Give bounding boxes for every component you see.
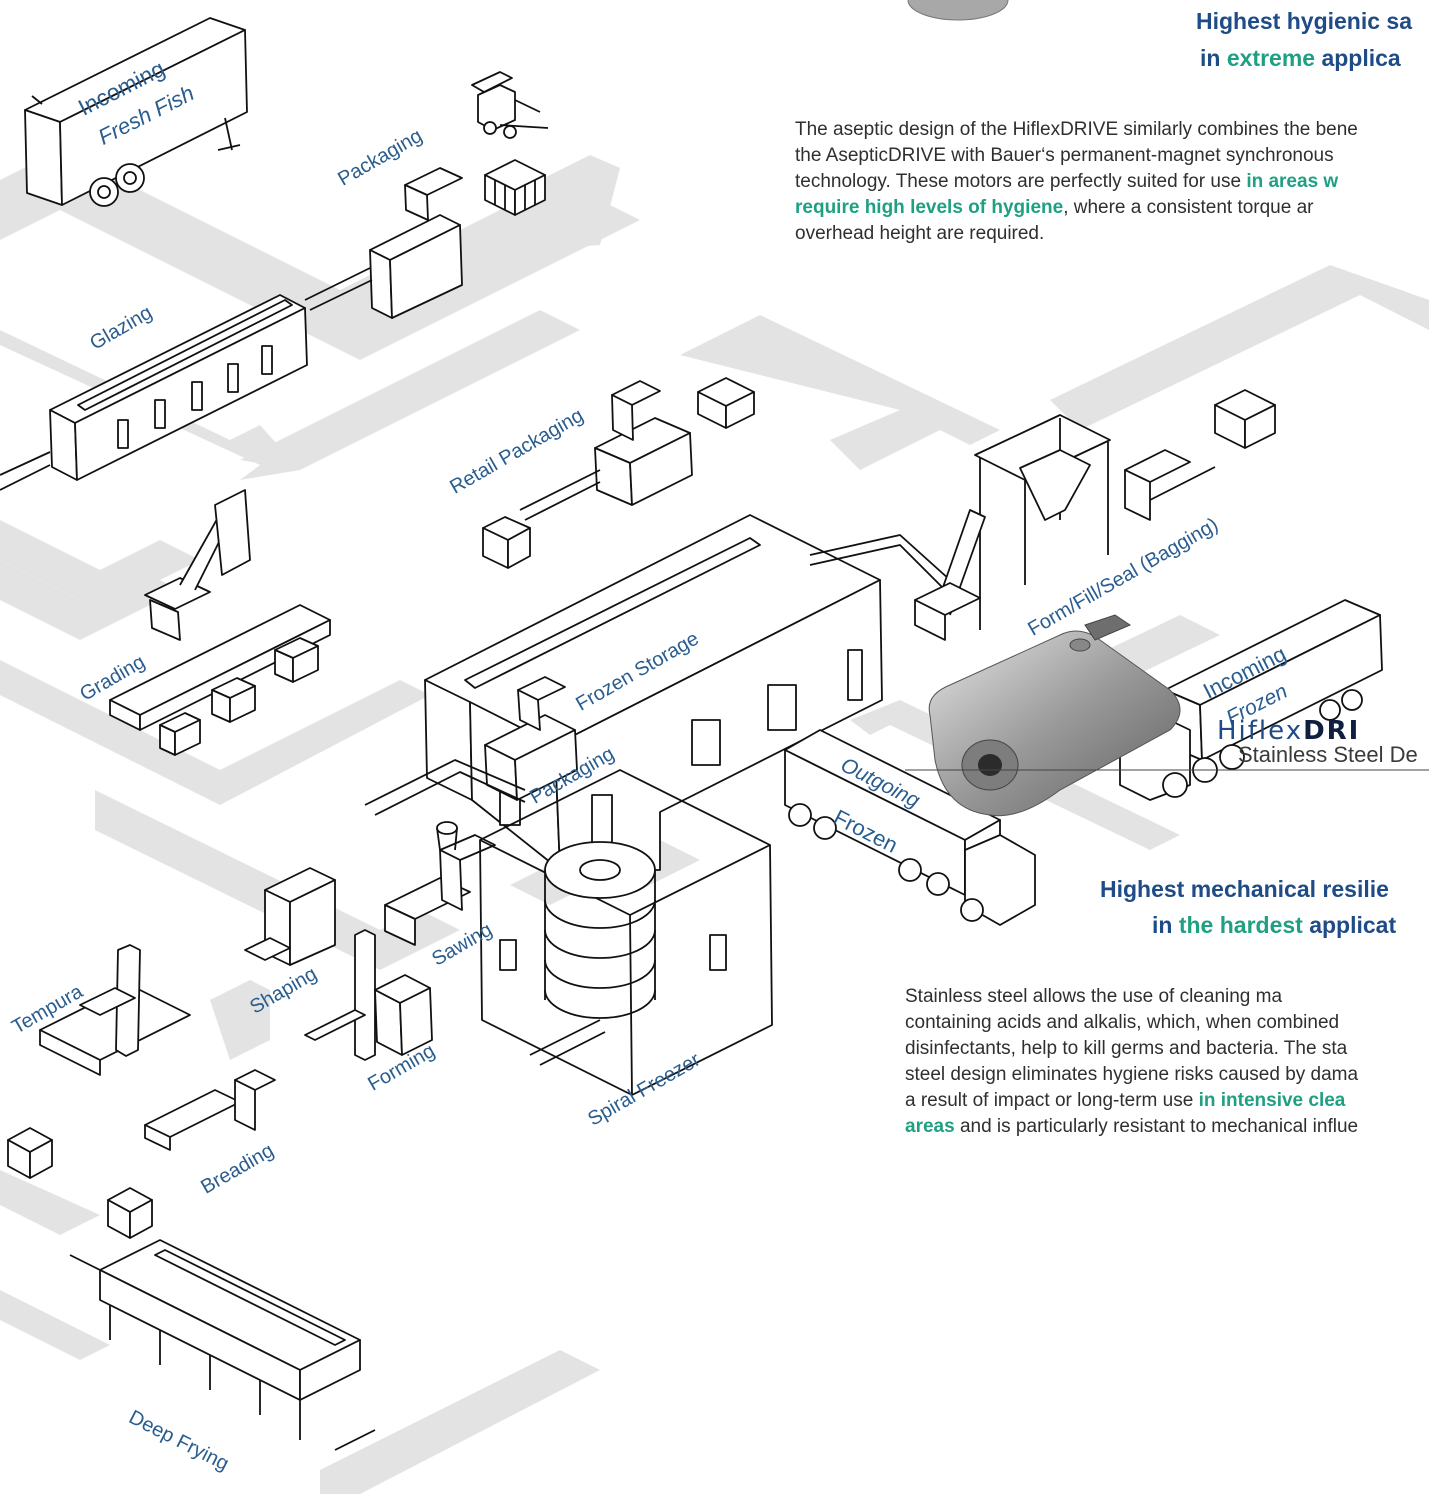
spiral-freezer-room [364, 759, 773, 1096]
fresh-fish-trailer [24, 17, 248, 207]
bottom-para-highlight: in intensive clea [1198, 1090, 1346, 1111]
top-para-line: the AsepticDRIVE with Bauer‘s permanent-… [795, 145, 1334, 166]
flow-arrow [0, 660, 430, 805]
flow-arrow [1050, 265, 1429, 430]
machinery [0, 17, 1383, 1451]
glazing-tunnel [0, 267, 373, 491]
top-heading-highlight: extreme [1226, 45, 1316, 71]
bottom-para-highlight: areas [905, 1116, 955, 1137]
top-para-highlight: in areas w [1246, 171, 1339, 192]
flow-arrow [0, 1170, 100, 1235]
flow-arrow [95, 790, 460, 970]
brand-hiflex: Hiflex [1217, 716, 1304, 746]
pallet-stack [697, 377, 755, 429]
top-para-line: require high levels of hygiene, where a … [795, 195, 1429, 221]
top-para-line: overhead height are required. [795, 223, 1045, 244]
flow-arrow [680, 315, 1000, 470]
breading-machine [107, 1069, 276, 1239]
top-paragraph: The aseptic design of the HiflexDRIVE si… [795, 117, 1429, 247]
bottom-para-line: containing acids and alkalis, which, whe… [905, 1012, 1340, 1033]
hiflexdrive-brand: HiflexDRI [1217, 716, 1360, 746]
grading-line [109, 489, 331, 756]
bottom-para-text: a result of impact or long-term use [905, 1090, 1199, 1111]
bottom-heading-post: applicat [1302, 912, 1397, 938]
top-heading-pre: in [1200, 45, 1227, 71]
top-para-highlight: require high levels of hygiene [795, 197, 1064, 218]
top-heading-post: applica [1315, 45, 1401, 71]
bottom-para-line: steel design eliminates hygiene risks ca… [905, 1064, 1359, 1085]
incoming-frozen-truck [1119, 599, 1383, 801]
bottom-para-line: areas and is particularly resistant to m… [905, 1114, 1429, 1140]
packaging-machine-top [369, 167, 463, 319]
form-fill-seal-tower [914, 414, 1216, 641]
bottom-paragraph: Stainless steel allows the use of cleani… [905, 984, 1429, 1140]
aseptic-drive-motor-image [907, 0, 1009, 21]
bottom-para-line: Stainless steel allows the use of cleani… [905, 986, 1283, 1007]
bottom-para-line: a result of impact or long-term use in i… [905, 1088, 1429, 1114]
bottom-para-text: and is particularly resistant to mechani… [954, 1116, 1359, 1137]
bottom-heading-pre: in [1152, 912, 1179, 938]
pallet-stack [484, 159, 546, 216]
flow-arrow [0, 1290, 110, 1360]
flow-arrow [240, 310, 580, 470]
flow-arrow [320, 1350, 600, 1494]
brand-drive: DRI [1303, 716, 1361, 746]
top-para-text: , where a consistent torque ar [1063, 197, 1314, 218]
top-heading-line2: in extreme applica [1200, 45, 1401, 72]
bottom-heading-line2: in the hardest applicat [1152, 912, 1396, 939]
outgoing-frozen-truck [784, 729, 1036, 926]
brand-subtitle: Stainless Steel De [1238, 742, 1418, 767]
retail-packaging-machine [482, 380, 693, 569]
bottom-heading-line1: Highest mechanical resilie [1100, 876, 1389, 902]
flow-arrow [0, 150, 640, 360]
forklift [471, 71, 549, 139]
forming-machine [304, 929, 433, 1061]
deep-fryer [69, 1239, 376, 1451]
bottom-para-line: disinfectants, help to kill germs and ba… [905, 1038, 1348, 1059]
top-para-text: technology. These motors are perfectly s… [795, 171, 1247, 192]
flow-arrow [210, 980, 270, 1060]
tempura-machine [7, 944, 191, 1179]
flow-arrow [0, 560, 180, 640]
packaging-machine-bottom [484, 676, 578, 801]
flow-arrow [530, 155, 620, 250]
top-heading-line1: Highest hygienic sa [1196, 8, 1413, 34]
top-para-line: The aseptic design of the HiflexDRIVE si… [795, 119, 1358, 140]
bottom-heading-highlight: the hardest [1178, 912, 1303, 938]
shaping-machine [244, 867, 336, 966]
pallet-stack [1214, 389, 1276, 449]
top-para-line: technology. These motors are perfectly s… [795, 169, 1429, 195]
